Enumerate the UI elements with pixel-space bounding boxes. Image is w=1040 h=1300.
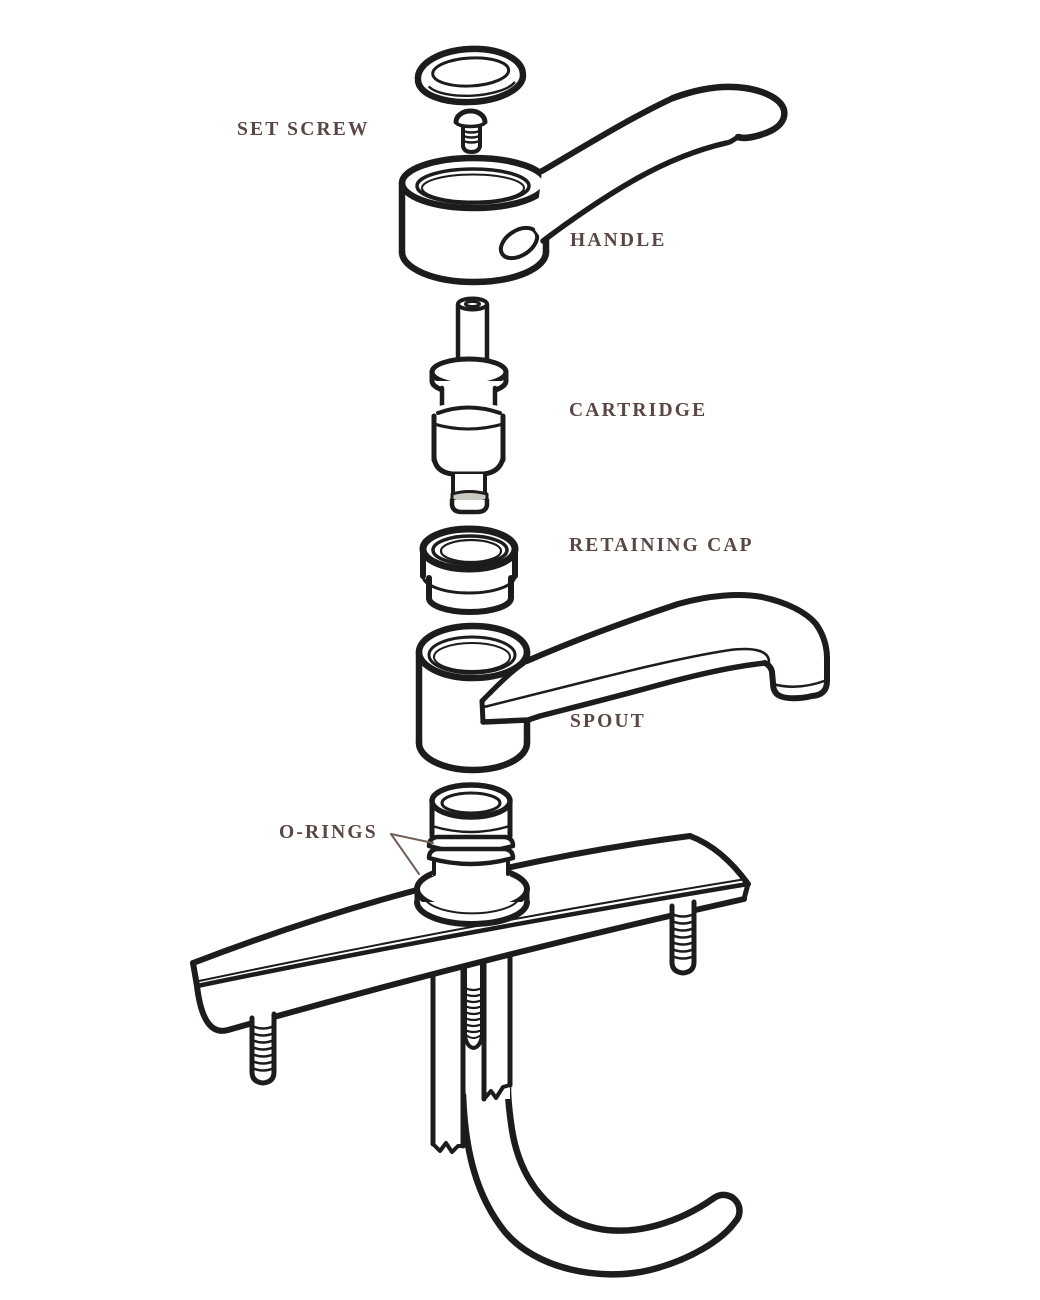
retaining-cap-drawing — [419, 525, 519, 615]
label-o-rings: O-RINGS — [279, 822, 378, 843]
valve-body-o-rings-drawing — [414, 782, 530, 927]
handle-drawing — [398, 83, 788, 286]
spout-drawing — [415, 592, 830, 774]
right-mounting-stud-drawing — [669, 898, 697, 976]
label-handle: HANDLE — [570, 230, 667, 251]
shank-tubes-drawing — [430, 935, 513, 1154]
label-set-screw: SET SCREW — [237, 119, 370, 140]
left-mounting-stud-drawing — [249, 1010, 277, 1086]
o-rings-leader-lines — [390, 833, 434, 875]
label-spout: SPOUT — [570, 711, 647, 732]
supply-hose-drawing — [459, 1084, 743, 1278]
handle-cap-drawing — [414, 45, 527, 107]
label-cartridge: CARTRIDGE — [569, 400, 708, 421]
set-screw-drawing — [453, 108, 488, 154]
label-retaining-cap: RETAINING CAP — [569, 535, 754, 556]
cartridge-drawing — [429, 296, 509, 515]
